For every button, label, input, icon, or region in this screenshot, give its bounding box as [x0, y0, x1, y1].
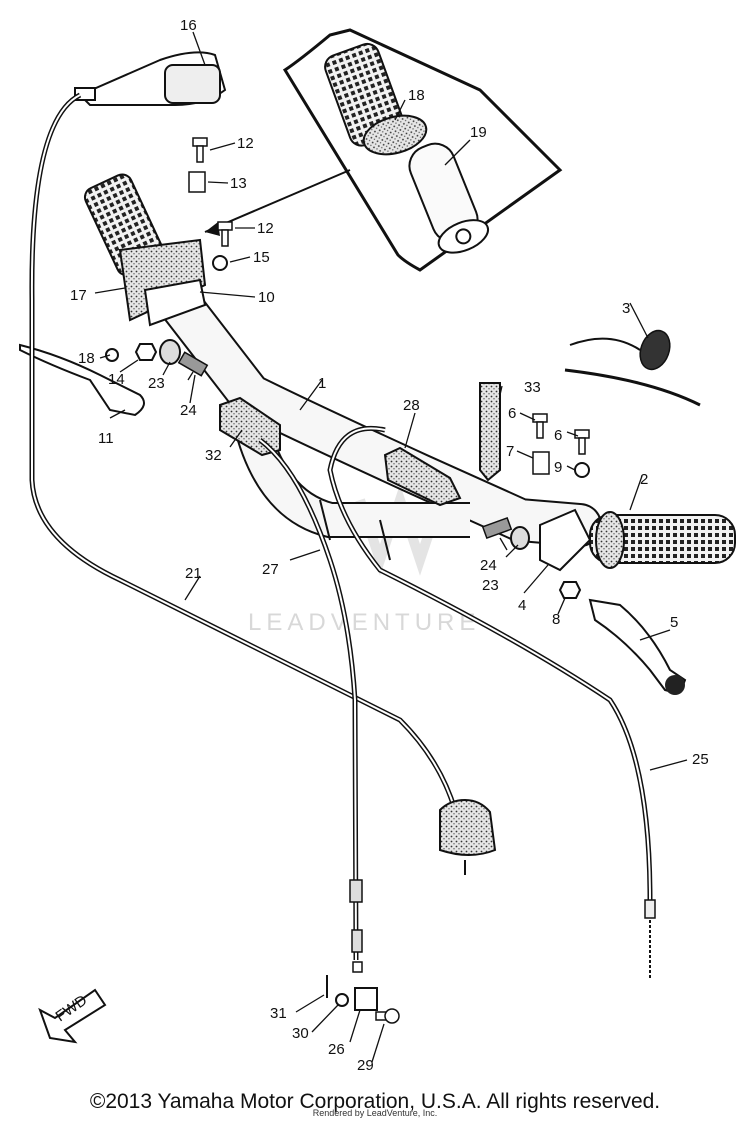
part-3-switch [564, 329, 701, 407]
part-24-adjuster-right [481, 516, 513, 540]
rendered-by-note: Rendered by LeadVenture, Inc. [312, 1108, 438, 1118]
callout-7: 7 [506, 443, 514, 460]
part-10-throttle-body [118, 238, 207, 327]
callout-4: 4 [518, 597, 526, 614]
tachometer-gear-unit [439, 798, 497, 875]
grip-detail-inset [282, 28, 563, 272]
part-23-adjuster-right [510, 526, 530, 550]
part-4-lever-holder [539, 508, 592, 572]
callout-24-right: 24 [480, 557, 497, 574]
part-2-grip [589, 511, 736, 569]
callout-2: 2 [640, 471, 648, 488]
callout-23-right: 23 [482, 577, 499, 594]
part-9-washer [574, 462, 590, 478]
callout-8: 8 [552, 611, 560, 628]
callout-9: 9 [554, 459, 562, 476]
part-15-washer [212, 255, 228, 271]
callout-6-b: 6 [554, 427, 562, 444]
callout-5: 5 [670, 614, 678, 631]
callout-29: 26 [328, 1041, 345, 1058]
part-31-washer [335, 993, 349, 1007]
part-13-collar [188, 171, 206, 193]
part-6-bolt-b [574, 429, 590, 455]
callout-25: 25 [692, 751, 709, 768]
part-20-throttle-tube [408, 142, 490, 254]
callout-21: 21 [185, 565, 202, 582]
part-19-grip-flange [362, 114, 428, 156]
callout-17: 17 [70, 287, 87, 304]
callout-30: 29 [357, 1057, 374, 1074]
part-29-joint [354, 987, 378, 1011]
callout-10: 10 [258, 289, 275, 306]
part-12-bolt-lower [217, 221, 233, 247]
callout-19: 18 [408, 87, 425, 104]
fwd-arrow: FWD [38, 988, 107, 1044]
callout-33: 33 [524, 379, 541, 396]
part-14-nut [134, 343, 158, 361]
callout-32: 31 [270, 1005, 287, 1022]
part-30-bolt [375, 1008, 400, 1024]
watermark: LEADVENTURE [248, 484, 480, 636]
callout-18: 18 [78, 350, 95, 367]
part-6-bolt-a [532, 413, 548, 439]
callout-1: 1 [318, 375, 326, 392]
part-8-nut [558, 581, 582, 599]
callout-20: 19 [470, 124, 487, 141]
callout-28: 32 [205, 447, 222, 464]
part-11-lever [19, 343, 145, 417]
part-23-adjuster-left [159, 339, 181, 365]
callout-27: 27 [262, 561, 279, 578]
callout-23-left: 23 [148, 375, 165, 392]
callout-14: 14 [108, 371, 125, 388]
cable-end-fittings [349, 879, 363, 973]
callout-26: 28 [403, 397, 420, 414]
callout-24-left: 24 [180, 402, 197, 419]
callout-labels: 16 18 19 12 13 12 15 17 10 18 14 23 24 1… [70, 17, 709, 1074]
callout-12-upper: 12 [237, 135, 254, 152]
callout-13: 13 [230, 175, 247, 192]
part-33-strap [479, 382, 501, 482]
part-24-adjuster-left [177, 351, 209, 377]
callout-6-a: 6 [508, 405, 516, 422]
callout-11: 11 [98, 430, 114, 447]
callout-3: 3 [622, 300, 630, 317]
callout-15: 15 [253, 249, 270, 266]
part-7-collar [532, 451, 550, 475]
part-18-screw [105, 348, 119, 362]
callout-12-lower: 12 [257, 220, 274, 237]
part-16-throttle-housing [74, 51, 227, 106]
leader-lines [94, 31, 688, 1063]
copyright-notice: ©2013 Yamaha Motor Corporation, U.S.A. A… [89, 1090, 661, 1113]
callout-16: 16 [180, 17, 197, 34]
callout-31: 30 [292, 1025, 309, 1042]
part-28-switch [219, 396, 281, 457]
part-12-bolt-upper [192, 137, 208, 163]
watermark-text: LEADVENTURE [248, 609, 480, 636]
part-26-switch [383, 446, 462, 507]
